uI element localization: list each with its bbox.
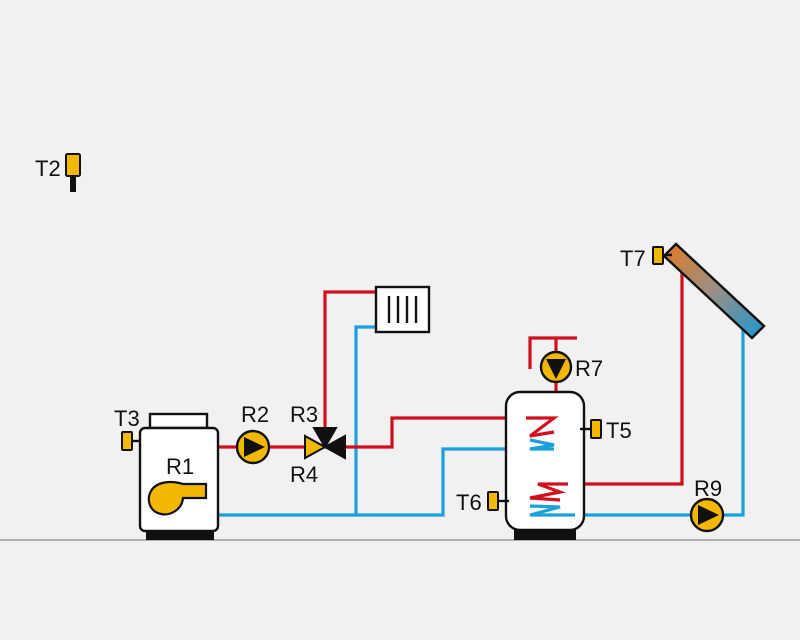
label-t3: T3 [114,406,140,431]
solar-supply-pipe [568,258,684,486]
lower-coil-blue [529,504,575,517]
label-r7: R7 [575,356,603,381]
pump-r2-arrow-icon [244,437,265,457]
boiler-body [138,426,220,533]
sensor-t3 [121,431,133,451]
radiator-supply-pipe [323,290,378,428]
lower-coil-red [529,482,568,502]
upper-coil-blue [529,438,555,451]
sensor-t6 [487,491,499,511]
mixing-valve-left [304,434,328,460]
solar-collector [662,242,766,340]
pump-r7-arrow-icon [546,359,566,379]
radiator-return-pipe [354,325,378,515]
label-t6: T6 [456,490,482,515]
storage-tank [504,390,586,532]
boiler-base [146,530,214,540]
solar-return-pipe-up [724,330,745,517]
sensor-t7 [652,246,664,265]
hot-water-outlet-pipe [528,336,577,369]
mixing-valve-top [312,427,338,449]
pump-r9-arrow-icon [698,505,719,525]
label-r3: R3 [290,402,318,427]
label-r2: R2 [241,402,269,427]
tank-supply-pipe [345,416,525,449]
label-t2: T2 [35,156,61,181]
upper-coil-red [526,416,559,438]
label-t5: T5 [606,418,632,443]
tank-base [514,529,576,540]
label-r1: R1 [166,454,194,479]
sensor-t5 [590,419,602,439]
mixing-valve-right [322,434,346,460]
sensor-t2-stem [70,176,76,192]
burner-icon [147,480,208,516]
label-t7: T7 [620,246,646,271]
boiler-top-cap [148,412,209,430]
label-r9: R9 [694,476,722,501]
label-r4: R4 [290,462,318,487]
sensor-t2 [65,153,81,177]
boiler-return-pipe [218,447,520,517]
radiator [374,285,431,334]
